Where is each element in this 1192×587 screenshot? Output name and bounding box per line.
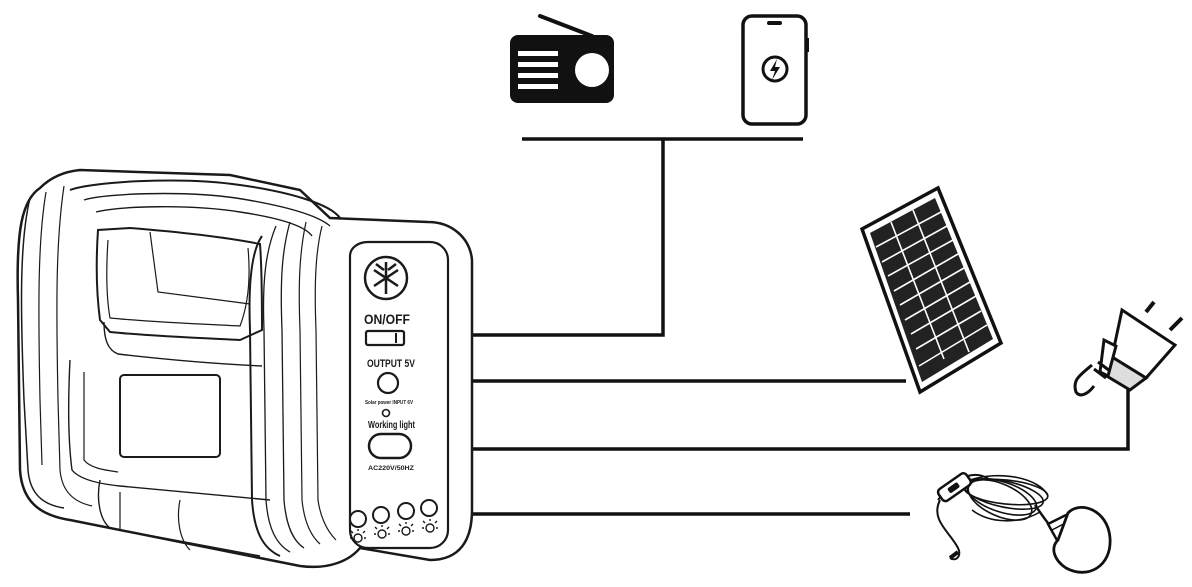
radio-icon bbox=[510, 14, 614, 103]
bulb-lamp-icon bbox=[936, 472, 1112, 574]
led-port-1[interactable] bbox=[349, 510, 367, 528]
line-ac-input bbox=[418, 385, 1130, 451]
led-port-2[interactable] bbox=[372, 506, 390, 524]
connection-lines bbox=[410, 137, 1130, 516]
brand-logo-icon bbox=[363, 255, 409, 301]
working-light-label: Working light bbox=[368, 420, 415, 431]
solar-input-label: Solar power INPUT 6V bbox=[365, 400, 413, 406]
bulb-glyphs bbox=[350, 519, 438, 543]
output-label: OUTPUT 5V bbox=[367, 358, 416, 370]
solar-panel-icon bbox=[859, 185, 1004, 395]
solar-input-port[interactable] bbox=[381, 408, 391, 418]
power-label: ON/OFF bbox=[364, 311, 410, 327]
led-port-4[interactable] bbox=[420, 499, 438, 517]
working-light-button[interactable] bbox=[367, 432, 413, 460]
ac-input-label: AC220V/50HZ bbox=[368, 466, 414, 472]
power-switch[interactable] bbox=[364, 329, 406, 347]
line-output-5v bbox=[418, 139, 665, 337]
phone-charging-icon bbox=[741, 14, 809, 126]
usb-output-port[interactable] bbox=[376, 371, 400, 395]
power-station-device bbox=[16, 168, 474, 569]
led-port-3[interactable] bbox=[397, 502, 415, 520]
plug-icon bbox=[1073, 300, 1184, 397]
